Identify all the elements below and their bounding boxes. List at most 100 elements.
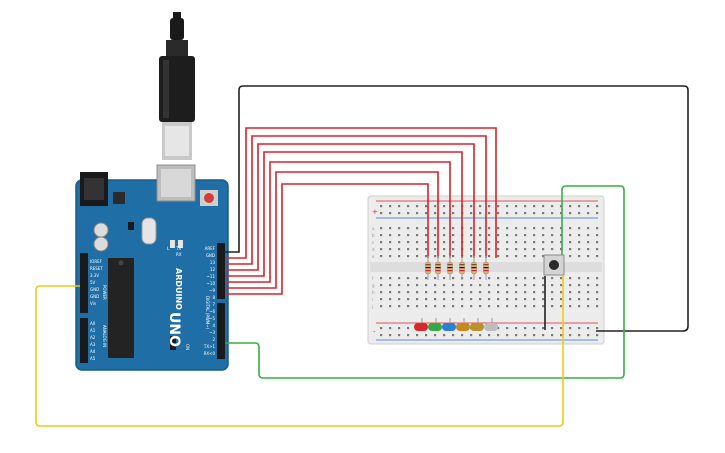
terminal-hole[interactable] [587,227,590,230]
rail-hole[interactable] [425,334,428,337]
terminal-hole[interactable] [479,241,482,244]
terminal-hole[interactable] [596,277,599,280]
terminal-hole[interactable] [542,305,545,308]
terminal-hole[interactable] [461,284,464,287]
terminal-hole[interactable] [578,248,581,251]
terminal-hole[interactable] [461,298,464,301]
rail-hole[interactable] [596,205,599,208]
rail-hole[interactable] [569,334,572,337]
rail-hole[interactable] [488,334,491,337]
terminal-hole[interactable] [488,255,491,258]
terminal-hole[interactable] [479,284,482,287]
terminal-hole[interactable] [587,298,590,301]
terminal-hole[interactable] [578,227,581,230]
terminal-hole[interactable] [470,284,473,287]
terminal-hole[interactable] [587,255,590,258]
rail-hole[interactable] [506,327,509,330]
terminal-hole[interactable] [407,227,410,230]
rail-hole[interactable] [542,334,545,337]
rail-hole[interactable] [398,212,401,215]
terminal-hole[interactable] [389,248,392,251]
terminal-hole[interactable] [488,227,491,230]
rail-hole[interactable] [452,212,455,215]
rail-hole[interactable] [515,205,518,208]
terminal-hole[interactable] [452,291,455,294]
terminal-hole[interactable] [380,227,383,230]
reset-button[interactable] [200,190,218,206]
terminal-hole[interactable] [533,284,536,287]
terminal-hole[interactable] [569,305,572,308]
terminal-hole[interactable] [506,241,509,244]
rail-hole[interactable] [407,327,410,330]
terminal-hole[interactable] [407,241,410,244]
terminal-hole[interactable] [596,255,599,258]
terminal-hole[interactable] [452,241,455,244]
terminal-hole[interactable] [488,291,491,294]
terminal-hole[interactable] [398,284,401,287]
terminal-hole[interactable] [596,241,599,244]
rail-hole[interactable] [578,212,581,215]
rail-hole[interactable] [551,212,554,215]
terminal-hole[interactable] [533,291,536,294]
terminal-hole[interactable] [497,298,500,301]
rail-hole[interactable] [560,327,563,330]
terminal-hole[interactable] [497,255,500,258]
terminal-hole[interactable] [416,277,419,280]
rail-hole[interactable] [551,327,554,330]
rail-hole[interactable] [389,212,392,215]
rail-hole[interactable] [416,205,419,208]
terminal-hole[interactable] [560,291,563,294]
terminal-hole[interactable] [443,241,446,244]
terminal-hole[interactable] [488,234,491,237]
terminal-hole[interactable] [416,241,419,244]
terminal-hole[interactable] [515,234,518,237]
terminal-hole[interactable] [443,284,446,287]
rail-hole[interactable] [416,212,419,215]
terminal-hole[interactable] [596,227,599,230]
terminal-hole[interactable] [596,284,599,287]
terminal-hole[interactable] [497,248,500,251]
rail-hole[interactable] [533,212,536,215]
rail-hole[interactable] [533,327,536,330]
rail-hole[interactable] [434,205,437,208]
terminal-hole[interactable] [425,248,428,251]
terminal-hole[interactable] [587,305,590,308]
terminal-hole[interactable] [551,241,554,244]
terminal-hole[interactable] [470,234,473,237]
rail-hole[interactable] [389,327,392,330]
terminal-hole[interactable] [542,291,545,294]
rail-hole[interactable] [380,334,383,337]
rail-hole[interactable] [587,212,590,215]
terminal-hole[interactable] [506,277,509,280]
terminal-hole[interactable] [569,284,572,287]
terminal-hole[interactable] [497,277,500,280]
rail-hole[interactable] [533,334,536,337]
terminal-hole[interactable] [497,291,500,294]
terminal-hole[interactable] [416,227,419,230]
terminal-hole[interactable] [596,305,599,308]
terminal-hole[interactable] [452,298,455,301]
terminal-hole[interactable] [524,248,527,251]
terminal-hole[interactable] [416,234,419,237]
terminal-hole[interactable] [443,255,446,258]
rail-hole[interactable] [542,327,545,330]
terminal-hole[interactable] [569,277,572,280]
terminal-hole[interactable] [587,248,590,251]
rail-hole[interactable] [596,212,599,215]
terminal-hole[interactable] [506,227,509,230]
terminal-hole[interactable] [587,284,590,287]
terminal-hole[interactable] [542,234,545,237]
terminal-hole[interactable] [407,277,410,280]
terminal-hole[interactable] [479,305,482,308]
terminal-hole[interactable] [452,277,455,280]
terminal-hole[interactable] [380,234,383,237]
rail-hole[interactable] [524,334,527,337]
rail-hole[interactable] [596,334,599,337]
terminal-hole[interactable] [416,248,419,251]
rail-hole[interactable] [425,212,428,215]
terminal-hole[interactable] [380,241,383,244]
terminal-hole[interactable] [578,277,581,280]
led-yellow[interactable] [470,318,484,331]
rail-hole[interactable] [524,205,527,208]
